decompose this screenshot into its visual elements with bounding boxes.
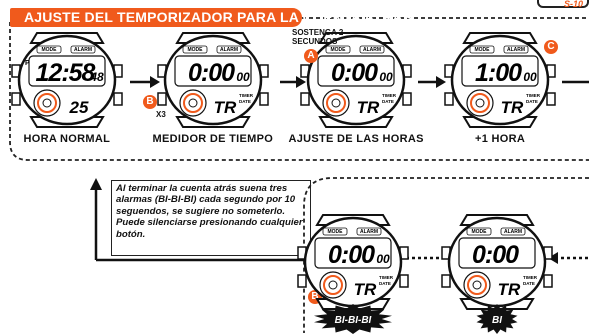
mode-label: MODE (42, 47, 58, 53)
timer-label: TIMER (239, 93, 254, 98)
caption-2: MEDIDOR DE TIEMPO (152, 133, 274, 145)
time-digits: 1:00 (475, 59, 522, 87)
timer-label: TIMER (379, 275, 394, 280)
date-label: DATE (526, 99, 538, 104)
seconds-digits: 00 (523, 70, 537, 84)
svg-text:BI-BI-BI: BI-BI-BI (335, 315, 372, 326)
mode-label: MODE (331, 47, 347, 53)
page-reference: S-10 (537, 0, 589, 9)
caption-4: +1 HORA (475, 133, 526, 145)
mode-label: MODE (475, 47, 491, 53)
alarm-label: ALARM (507, 47, 525, 53)
timer-label: TIMER (523, 275, 538, 280)
mode-label: MODE (188, 47, 204, 53)
sub-display: TR (501, 98, 524, 117)
sub-display: TR (214, 98, 237, 117)
alarm-label: ALARM (363, 47, 381, 53)
time-digits: 0:00 (472, 241, 519, 269)
alarm-note: Al terminar la cuenta atrás suena tres a… (111, 180, 311, 256)
button-c-badge: C (544, 40, 558, 54)
svg-text:BI: BI (492, 315, 502, 326)
mode-label: MODE (472, 229, 488, 235)
button-b-badge: B (143, 95, 157, 109)
beep-burst-lower-1: BI-BI-BI (314, 304, 392, 334)
hold-instruction: SOSTENGA 2 SECUNDOS (292, 28, 344, 46)
alarm-label: ALARM (504, 229, 522, 235)
time-digits: 0:00 (331, 59, 378, 87)
sub-display: TR (498, 280, 521, 299)
date-label: DATE (239, 99, 251, 104)
seconds-digits: 00 (376, 252, 390, 266)
seconds-digits: 00 (379, 70, 393, 84)
date-label: DATE (379, 281, 391, 286)
alarm-label: ALARM (74, 47, 92, 53)
alarm-label: ALARM (220, 47, 238, 53)
pm-indicator: P (25, 60, 30, 67)
date-label: DATE (523, 281, 535, 286)
seconds-digits: 00 (236, 70, 250, 84)
caption-1: HORA NORMAL (23, 133, 111, 145)
button-a-badge: A (304, 49, 318, 63)
timer-label: TIMER (382, 93, 397, 98)
alarm-label: ALARM (360, 229, 378, 235)
section-title: AJUSTE DEL TEMPORIZADOR PARA LA CUENTA A… (10, 8, 412, 27)
return-arrow (90, 178, 310, 262)
press-count: X3 (156, 110, 166, 119)
sub-display: TR (354, 280, 377, 299)
timer-label: TIMER (526, 93, 541, 98)
mode-label: MODE (328, 229, 344, 235)
beep-burst-lower-2: BI (476, 304, 518, 334)
seconds-digits: 48 (89, 70, 104, 84)
caption-3: AJUSTE DE LAS HORAS (288, 133, 424, 145)
sub-display: 25 (69, 98, 89, 117)
sub-display: TR (357, 98, 380, 117)
date-label: DATE (382, 99, 394, 104)
time-digits: 0:00 (188, 59, 235, 87)
arrow-right (130, 76, 589, 88)
time-digits: 0:00 (328, 241, 375, 269)
time-digits: 12:58 (36, 59, 96, 87)
